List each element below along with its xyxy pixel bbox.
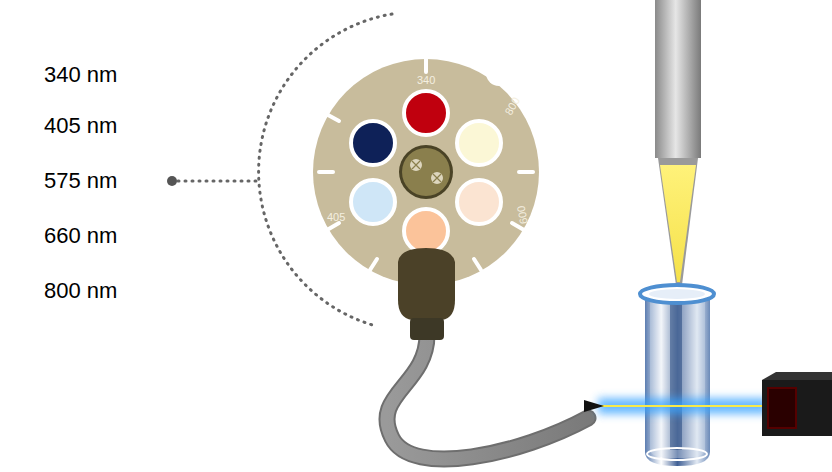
fiber-cable-core [387, 335, 588, 459]
wheel-filter-label: 405 [327, 211, 345, 223]
fiber-cable [387, 335, 588, 459]
light-beam [598, 405, 768, 407]
pipette-tip [658, 158, 698, 285]
wavelength-label: 660 nm [44, 223, 117, 249]
fiber-tip [584, 400, 604, 412]
connector-neck [410, 318, 444, 340]
cuvette [640, 285, 714, 466]
wavelength-label: 575 nm [44, 168, 117, 194]
wavelength-label: 800 nm [44, 278, 117, 304]
wavelength-label: 340 nm [44, 62, 117, 88]
light-cone [660, 165, 696, 282]
wheel-filter-label: 340 [417, 74, 435, 86]
detector [762, 372, 832, 436]
pointer-dot [167, 176, 177, 186]
wheel-connector [398, 248, 455, 320]
pointer-line [178, 180, 256, 183]
pipette [655, 0, 701, 158]
wavelength-label: 405 nm [44, 113, 117, 139]
light-beam-glow [598, 398, 768, 414]
